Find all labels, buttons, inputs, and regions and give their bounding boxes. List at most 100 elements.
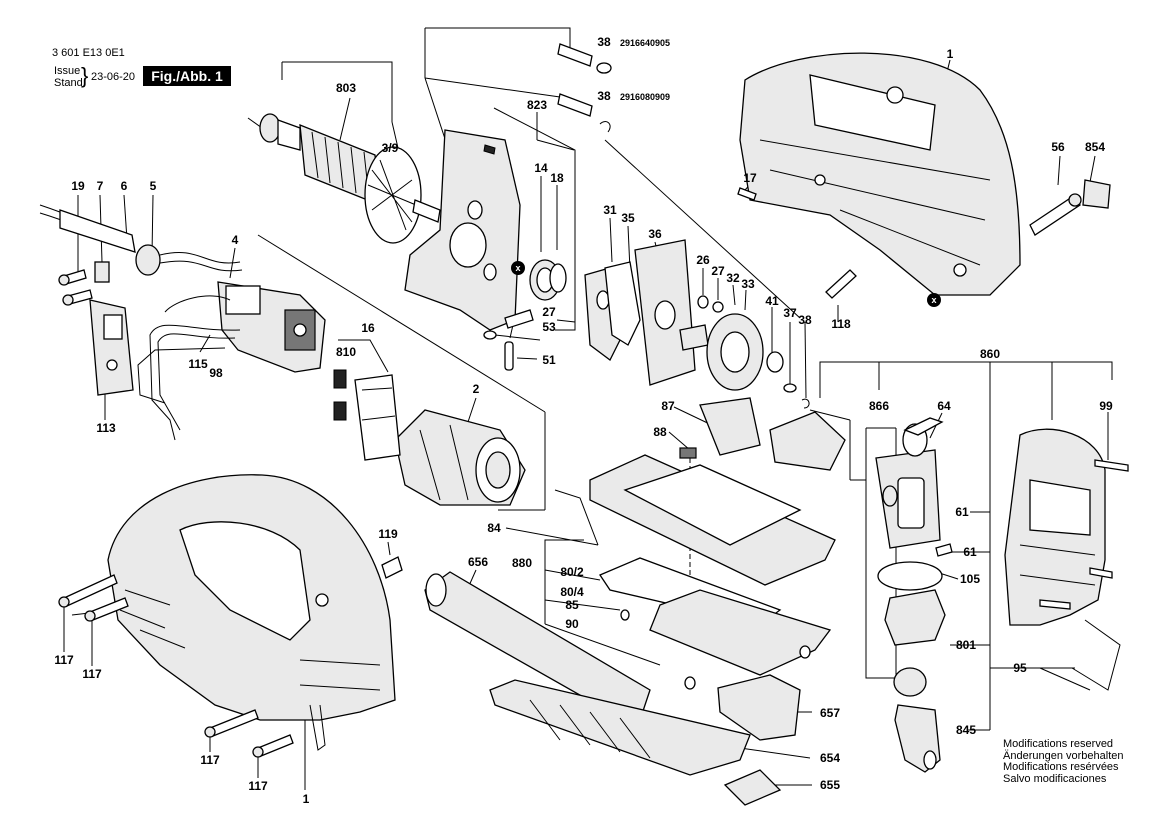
callout: 118 — [831, 317, 851, 331]
pins-38 — [557, 43, 612, 133]
callout: 17 — [743, 171, 757, 185]
figure-badge: Fig./Abb. 1 — [143, 66, 231, 86]
callout: 119 — [378, 527, 398, 541]
wire-bracket-95 — [1071, 619, 1121, 691]
callout: 38 — [798, 313, 812, 327]
electronics-module — [89, 299, 134, 396]
issue-date: 23-06-20 — [91, 71, 136, 83]
housing-shell-left — [107, 474, 396, 751]
callout: 61 — [963, 545, 977, 559]
callout: 26 — [696, 253, 710, 267]
callout: 810 — [336, 345, 356, 359]
callout: 64 — [937, 399, 951, 413]
callout: 655 — [820, 778, 840, 792]
callout: 1 — [303, 792, 310, 806]
bearing-and-pins — [483, 259, 567, 371]
chip-guard — [717, 674, 801, 741]
callout: 38 — [597, 35, 611, 49]
svg-text:x: x — [515, 263, 520, 273]
part-119 — [381, 556, 403, 579]
callout: 7 — [97, 179, 104, 193]
callout: 95 — [1013, 661, 1027, 675]
x-marker-right — [927, 293, 941, 307]
callout: 35 — [621, 211, 635, 225]
clip-655 — [723, 769, 782, 806]
callout: 860 — [980, 347, 1000, 361]
callout: 657 — [820, 706, 840, 720]
callout: 823 — [527, 98, 547, 112]
pin-17 — [737, 187, 757, 201]
pendulum-assembly — [875, 417, 953, 697]
callout: 117 — [200, 753, 220, 767]
callout: 41 — [765, 294, 779, 308]
callout: 854 — [1085, 140, 1105, 154]
callout: 113 — [96, 421, 116, 435]
armature — [259, 113, 441, 244]
callout: 117 — [248, 779, 268, 793]
x-markers: x x — [511, 261, 941, 307]
callout: 56 — [1051, 140, 1065, 154]
wiring — [137, 295, 241, 441]
callout: 6 — [121, 179, 128, 193]
callout: 36 — [648, 227, 662, 241]
cable-clamp — [94, 261, 110, 283]
shoe-cover — [489, 679, 751, 776]
callout: 38 — [597, 89, 611, 103]
switch-unit — [217, 281, 326, 373]
brace-glyph: } — [81, 63, 89, 88]
part-code: 2916640905 — [620, 38, 670, 48]
callout: 98 — [209, 366, 223, 380]
part-number: 3 601 E13 0E1 — [52, 47, 125, 59]
screws-19 — [58, 269, 93, 306]
stand-label: Stand — [54, 77, 83, 89]
callout-labels: 803 3/9 38 2916640905 38 2916080909 823 … — [54, 35, 1113, 806]
callout: 53 — [542, 320, 556, 334]
callout: 880 — [512, 556, 532, 570]
callout: 84 — [487, 521, 501, 535]
note-line: Änderungen vorbehalten — [1003, 749, 1124, 762]
housing-half-right — [739, 52, 1021, 296]
callout: 656 — [468, 555, 488, 569]
callout: 1 — [947, 47, 954, 61]
svg-text:x: x — [931, 295, 936, 305]
callout: 105 — [960, 572, 980, 586]
callout: 5 — [150, 179, 157, 193]
knob-854 — [1082, 179, 1111, 209]
callout: 27 — [542, 305, 556, 319]
callout: 803 — [336, 81, 356, 95]
callout: 866 — [869, 399, 889, 413]
gear-housing — [404, 129, 521, 331]
callout: 2 — [473, 382, 480, 396]
callout: 37 — [783, 306, 797, 320]
callout: 845 — [956, 723, 976, 737]
screws-117 — [58, 574, 294, 758]
callout: 27 — [711, 264, 725, 278]
callout: 51 — [542, 353, 556, 367]
cover-99 — [1004, 428, 1129, 626]
callout: 14 — [534, 161, 548, 175]
modifications-notice: Modifications reserved Änderungen vorbeh… — [1003, 738, 1124, 785]
callout: 801 — [956, 638, 976, 652]
field-stator — [394, 409, 526, 506]
callout: 85 — [565, 598, 579, 612]
callout: 80/4 — [560, 585, 584, 599]
callout: 117 — [82, 667, 102, 681]
note-line: Modifications resérvées — [1003, 761, 1119, 773]
callout: 80/2 — [560, 565, 584, 579]
base-plate — [554, 447, 836, 690]
callout: 115 — [188, 357, 208, 371]
note-line: Modifications reserved — [1003, 738, 1114, 750]
brush-holder — [333, 369, 401, 461]
lever-56 — [1029, 193, 1082, 236]
callout: 87 — [661, 399, 675, 413]
part-code: 2916080909 — [620, 92, 670, 102]
callout: 3/9 — [382, 141, 399, 155]
note-line: Salvo modificaciones — [1003, 772, 1107, 785]
part-118 — [825, 269, 857, 299]
callout: 32 — [726, 271, 740, 285]
callout: 90 — [565, 617, 579, 631]
x-marker-left — [511, 261, 525, 275]
callout: 88 — [653, 425, 667, 439]
